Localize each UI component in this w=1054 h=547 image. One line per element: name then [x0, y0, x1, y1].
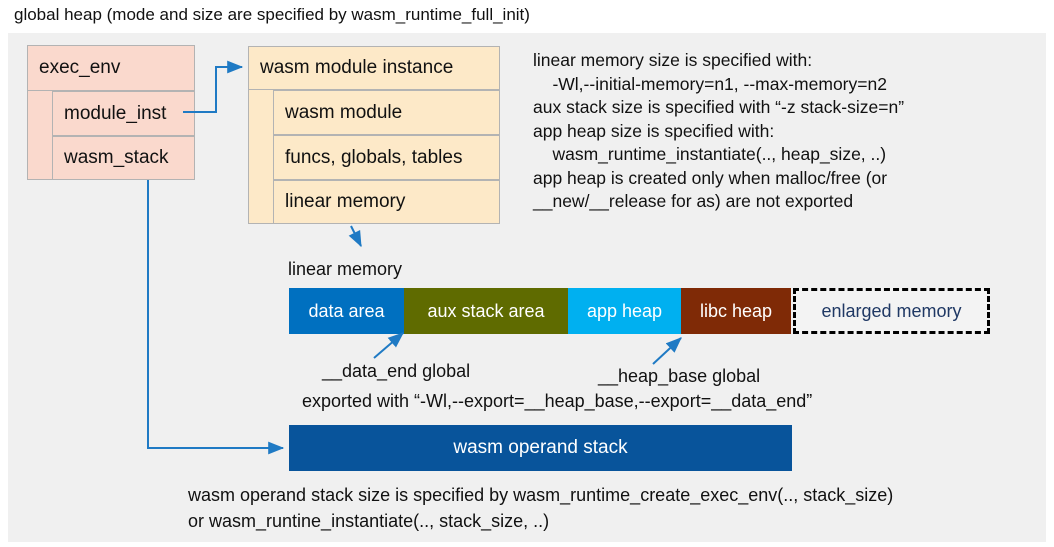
- exec-env-header-label: exec_env: [39, 57, 121, 78]
- module-row-linear-memory-label: linear memory: [285, 191, 406, 212]
- exec-env-header-cell: [27, 45, 195, 91]
- module-row-linear-memory[interactable]: [273, 180, 500, 224]
- exec-env-field-wasm-stack-label: wasm_stack: [64, 147, 169, 168]
- wasm-module-instance-header-label: wasm module instance: [260, 57, 454, 78]
- memory-segment-libc-heap[interactable]: libc heap: [681, 288, 791, 334]
- linear-memory-caption: linear memory: [288, 259, 403, 279]
- exec-env-field-module-inst-label: module_inst: [64, 102, 167, 124]
- exec-env-field-wasm-stack[interactable]: [52, 136, 195, 180]
- module-row-funcs-globals-tables-label: funcs, globals, tables: [285, 146, 463, 168]
- heap-base-global-label: __heap_base global: [598, 366, 761, 386]
- page-title: global heap (mode and size are specified…: [14, 5, 530, 24]
- exec-env-field-module-inst[interactable]: [52, 91, 195, 136]
- memory-segment-data-area[interactable]: data area: [289, 288, 404, 334]
- linear-memory-note: linear memory size is specified with: -W…: [533, 50, 905, 211]
- wasm-operand-stack-box[interactable]: wasm operand stack: [289, 425, 792, 471]
- operand-stack-note: wasm operand stack size is specified by …: [188, 485, 894, 531]
- module-row-wasm-module-label: wasm module: [285, 101, 403, 123]
- module-row-funcs-globals-tables[interactable]: [273, 135, 500, 180]
- memory-segment-aux-stack-area[interactable]: aux stack area: [404, 288, 568, 334]
- module-row-wasm-module[interactable]: [273, 90, 500, 135]
- data-end-global-label: __data_end global: [322, 361, 471, 381]
- memory-segment-app-heap[interactable]: app heap: [568, 288, 681, 334]
- memory-segment-enlarged-memory[interactable]: enlarged memory: [793, 288, 990, 334]
- exported-with-label: exported with “-Wl,--export=__heap_base,…: [302, 391, 813, 411]
- wasm-module-instance-header-cell: [248, 46, 500, 90]
